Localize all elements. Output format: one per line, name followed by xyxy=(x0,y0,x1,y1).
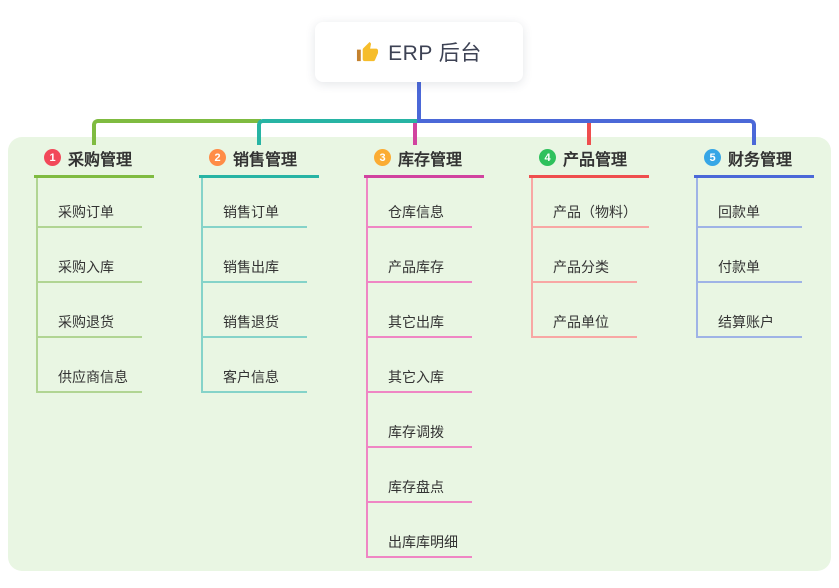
child-item-3-1[interactable]: 仓库信息 xyxy=(366,195,472,228)
connector-elbow-branch-1 xyxy=(92,119,261,145)
branch-node-5[interactable]: 5 财务管理 xyxy=(694,142,814,178)
branch-badge-5: 5 xyxy=(704,149,721,166)
mindmap-panel xyxy=(8,137,831,571)
child-trunk-branch-2 xyxy=(201,178,203,393)
child-item-3-3[interactable]: 其它出库 xyxy=(366,305,472,338)
child-item-label: 采购订单 xyxy=(58,204,114,220)
child-item-2-1[interactable]: 销售订单 xyxy=(201,195,307,228)
child-item-label: 产品（物料） xyxy=(553,204,637,220)
child-item-label: 销售退货 xyxy=(223,314,279,330)
child-item-label: 产品库存 xyxy=(388,259,444,275)
child-item-3-4[interactable]: 其它入库 xyxy=(366,360,472,393)
child-item-label: 销售订单 xyxy=(223,204,279,220)
child-item-label: 供应商信息 xyxy=(58,369,128,385)
child-item-3-2[interactable]: 产品库存 xyxy=(366,250,472,283)
branch-node-3[interactable]: 3 库存管理 xyxy=(364,142,484,178)
child-item-label: 出库库明细 xyxy=(388,534,458,550)
branch-badge-2: 2 xyxy=(209,149,226,166)
child-item-label: 付款单 xyxy=(718,259,760,275)
child-item-label: 产品单位 xyxy=(553,314,609,330)
child-item-1-3[interactable]: 采购退货 xyxy=(36,305,142,338)
branch-title-1: 采购管理 xyxy=(68,151,133,169)
child-item-2-3[interactable]: 销售退货 xyxy=(201,305,307,338)
child-item-3-5[interactable]: 库存调拨 xyxy=(366,415,472,448)
child-item-4-3[interactable]: 产品单位 xyxy=(531,305,637,338)
child-item-label: 采购退货 xyxy=(58,314,114,330)
root-title: ERP 后台 xyxy=(388,42,482,65)
branch-node-1[interactable]: 1 采购管理 xyxy=(34,142,154,178)
child-item-3-7[interactable]: 出库库明细 xyxy=(366,525,472,558)
child-item-label: 其它出库 xyxy=(388,314,444,330)
branch-title-2: 销售管理 xyxy=(233,151,298,169)
child-item-label: 其它入库 xyxy=(388,369,444,385)
child-item-2-4[interactable]: 客户信息 xyxy=(201,360,307,393)
child-item-1-2[interactable]: 采购入库 xyxy=(36,250,142,283)
connector-drop-branch-4 xyxy=(587,121,591,145)
child-item-4-2[interactable]: 产品分类 xyxy=(531,250,637,283)
root-node[interactable]: ERP 后台 xyxy=(315,22,523,82)
child-item-1-1[interactable]: 采购订单 xyxy=(36,195,142,228)
child-trunk-branch-5 xyxy=(696,178,698,338)
child-item-label: 回款单 xyxy=(718,204,760,220)
branch-node-4[interactable]: 4 产品管理 xyxy=(529,142,649,178)
child-item-1-4[interactable]: 供应商信息 xyxy=(36,360,142,393)
branch-badge-4: 4 xyxy=(539,149,556,166)
branch-title-3: 库存管理 xyxy=(398,151,463,169)
branch-badge-1: 1 xyxy=(44,149,61,166)
branch-title-4: 产品管理 xyxy=(563,151,628,169)
child-item-2-2[interactable]: 销售出库 xyxy=(201,250,307,283)
child-item-label: 产品分类 xyxy=(553,259,609,275)
thumbs-up-icon xyxy=(356,41,379,64)
branch-node-2[interactable]: 2 销售管理 xyxy=(199,142,319,178)
child-item-label: 销售出库 xyxy=(223,259,279,275)
branch-title-5: 财务管理 xyxy=(728,151,793,169)
connector-drop-branch-3 xyxy=(413,121,417,145)
child-item-label: 结算账户 xyxy=(718,314,774,330)
child-trunk-branch-4 xyxy=(531,178,533,338)
child-item-3-6[interactable]: 库存盘点 xyxy=(366,470,472,503)
child-item-label: 仓库信息 xyxy=(388,204,444,220)
child-item-5-1[interactable]: 回款单 xyxy=(696,195,802,228)
connector-elbow-branch-2 xyxy=(257,119,421,145)
branch-badge-3: 3 xyxy=(374,149,391,166)
child-item-label: 采购入库 xyxy=(58,259,114,275)
child-item-5-3[interactable]: 结算账户 xyxy=(696,305,802,338)
child-item-label: 客户信息 xyxy=(223,369,279,385)
child-item-label: 库存调拨 xyxy=(388,424,444,440)
connector-root-drop xyxy=(417,82,421,123)
child-trunk-branch-3 xyxy=(366,178,368,558)
child-item-5-2[interactable]: 付款单 xyxy=(696,250,802,283)
child-item-4-1[interactable]: 产品（物料） xyxy=(531,195,649,228)
connector-elbow-branch-5 xyxy=(417,119,756,145)
child-item-label: 库存盘点 xyxy=(388,479,444,495)
child-trunk-branch-1 xyxy=(36,178,38,393)
